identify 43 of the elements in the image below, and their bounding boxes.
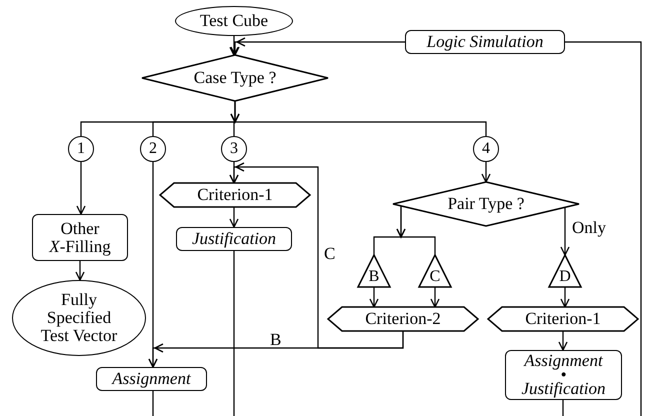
connector-arrow bbox=[229, 207, 239, 228]
connector-arrow bbox=[560, 207, 570, 256]
process-box bbox=[405, 30, 565, 54]
connector-arrow bbox=[430, 287, 440, 308]
node-label: C bbox=[430, 269, 440, 286]
process-box bbox=[32, 214, 128, 261]
node-label: Test Cube bbox=[200, 12, 268, 30]
connector-arrow bbox=[76, 162, 86, 215]
connector-arrow bbox=[229, 162, 404, 349]
node-label: 1 bbox=[77, 140, 85, 158]
connector-arrow bbox=[560, 287, 570, 308]
node-label: Criterion-1 bbox=[525, 310, 601, 328]
edge-label: Only bbox=[572, 218, 606, 238]
case-number-circle bbox=[221, 136, 247, 162]
node-label: 2 bbox=[149, 140, 157, 158]
node-label: Justification bbox=[192, 230, 276, 248]
connector-arrow bbox=[481, 162, 491, 183]
node-label: 4 bbox=[482, 140, 490, 158]
node-label: Criterion-2 bbox=[365, 310, 441, 328]
edge-label: B bbox=[270, 330, 282, 350]
node-label: Assignment bbox=[112, 370, 191, 388]
connector-arrow bbox=[75, 261, 85, 281]
case-number-circle bbox=[68, 136, 94, 162]
connector-arrow bbox=[229, 36, 239, 56]
case-number-circle bbox=[140, 136, 166, 162]
connector-arrow bbox=[230, 37, 405, 56]
node-label: Other X-Filling bbox=[48, 220, 112, 256]
node-label: D bbox=[559, 269, 571, 286]
node-label: Pair Type ? bbox=[448, 195, 524, 213]
node-label: Criterion-1 bbox=[197, 186, 273, 204]
process-box bbox=[96, 367, 207, 391]
node-label: Logic Simulation bbox=[426, 33, 544, 51]
connector-arrow bbox=[369, 287, 379, 308]
edge-label: C bbox=[324, 244, 336, 264]
node-label: Case Type ? bbox=[194, 69, 276, 87]
connector-arrow bbox=[558, 331, 568, 351]
process-box bbox=[505, 350, 622, 400]
process-box bbox=[176, 227, 292, 251]
node-label: 3 bbox=[230, 140, 238, 158]
case-number-circle bbox=[473, 136, 499, 162]
node-label: B bbox=[368, 269, 380, 286]
node-label: Assignment • Justification bbox=[520, 354, 607, 396]
node-label: Fully Specified Test Vector bbox=[40, 291, 118, 345]
